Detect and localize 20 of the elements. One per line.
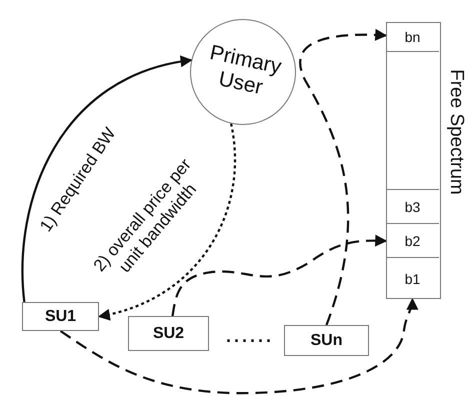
arrow [21, 56, 193, 302]
band-label: b1 [404, 270, 420, 286]
user-box [284, 325, 369, 356]
band-label: b2 [404, 232, 420, 248]
arrow [60, 298, 418, 394]
band-label: bn [404, 28, 420, 44]
arrow [171, 234, 388, 316]
arrow [98, 123, 236, 320]
spectrum-column [386, 22, 441, 299]
user-box [22, 302, 99, 331]
user-label: SU2 [152, 324, 184, 342]
spectrum-caption: Free Spectrum [445, 68, 467, 197]
user-circle [190, 19, 296, 125]
ellipsis-label: ...... [226, 326, 274, 347]
arrow [299, 29, 388, 326]
user-label: SU1 [44, 308, 76, 326]
user-box [128, 316, 209, 351]
band-label: b3 [404, 198, 420, 214]
user-label: SUn [310, 332, 342, 350]
user-label: Primary User [206, 40, 284, 102]
